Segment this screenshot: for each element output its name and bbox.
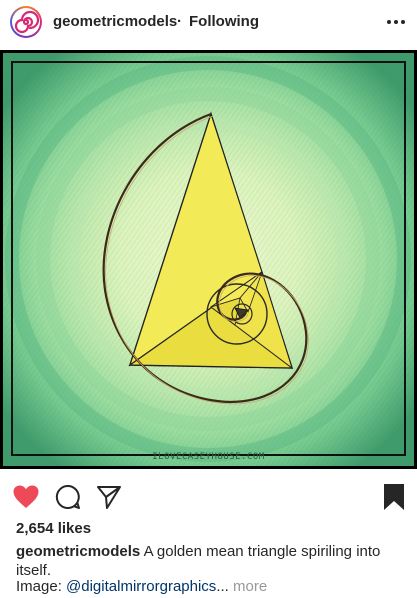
credit-mention-link[interactable]: @digitalmirrorgraphics	[66, 578, 217, 595]
send-icon[interactable]	[96, 484, 122, 510]
credit-ellipsis: ...	[216, 578, 229, 595]
action-bar	[0, 478, 417, 518]
post-caption: geometricmodels A golden mean triangle s…	[16, 542, 404, 580]
follow-status-button[interactable]: Following	[189, 13, 259, 30]
post-author-username[interactable]: geometricmodels	[53, 13, 178, 30]
comment-icon[interactable]	[55, 484, 81, 510]
bookmark-icon[interactable]	[383, 483, 405, 511]
avatar[interactable]	[10, 6, 42, 38]
golden-triangle-artwork	[3, 53, 414, 466]
post-header: geometricmodels · Following	[0, 0, 417, 46]
image-watermark: ILOVECASEYHOUSE.COM	[152, 452, 265, 462]
like-count[interactable]: 2,654 likes	[16, 520, 92, 537]
heart-filled-icon[interactable]	[12, 484, 40, 510]
caption-credit-line: Image: @digitalmirrorgraphics... more	[16, 577, 267, 596]
caption-username[interactable]: geometricmodels	[16, 543, 141, 560]
more-horizontal-icon[interactable]	[386, 12, 406, 32]
caption-more-link[interactable]: more	[233, 578, 268, 595]
post-image[interactable]	[0, 50, 417, 469]
separator-dot: ·	[177, 13, 182, 30]
credit-prefix: Image:	[16, 578, 62, 595]
caption-text: A golden mean triangle spiriling into it…	[16, 543, 381, 579]
avatar-spiral-icon	[14, 10, 40, 34]
